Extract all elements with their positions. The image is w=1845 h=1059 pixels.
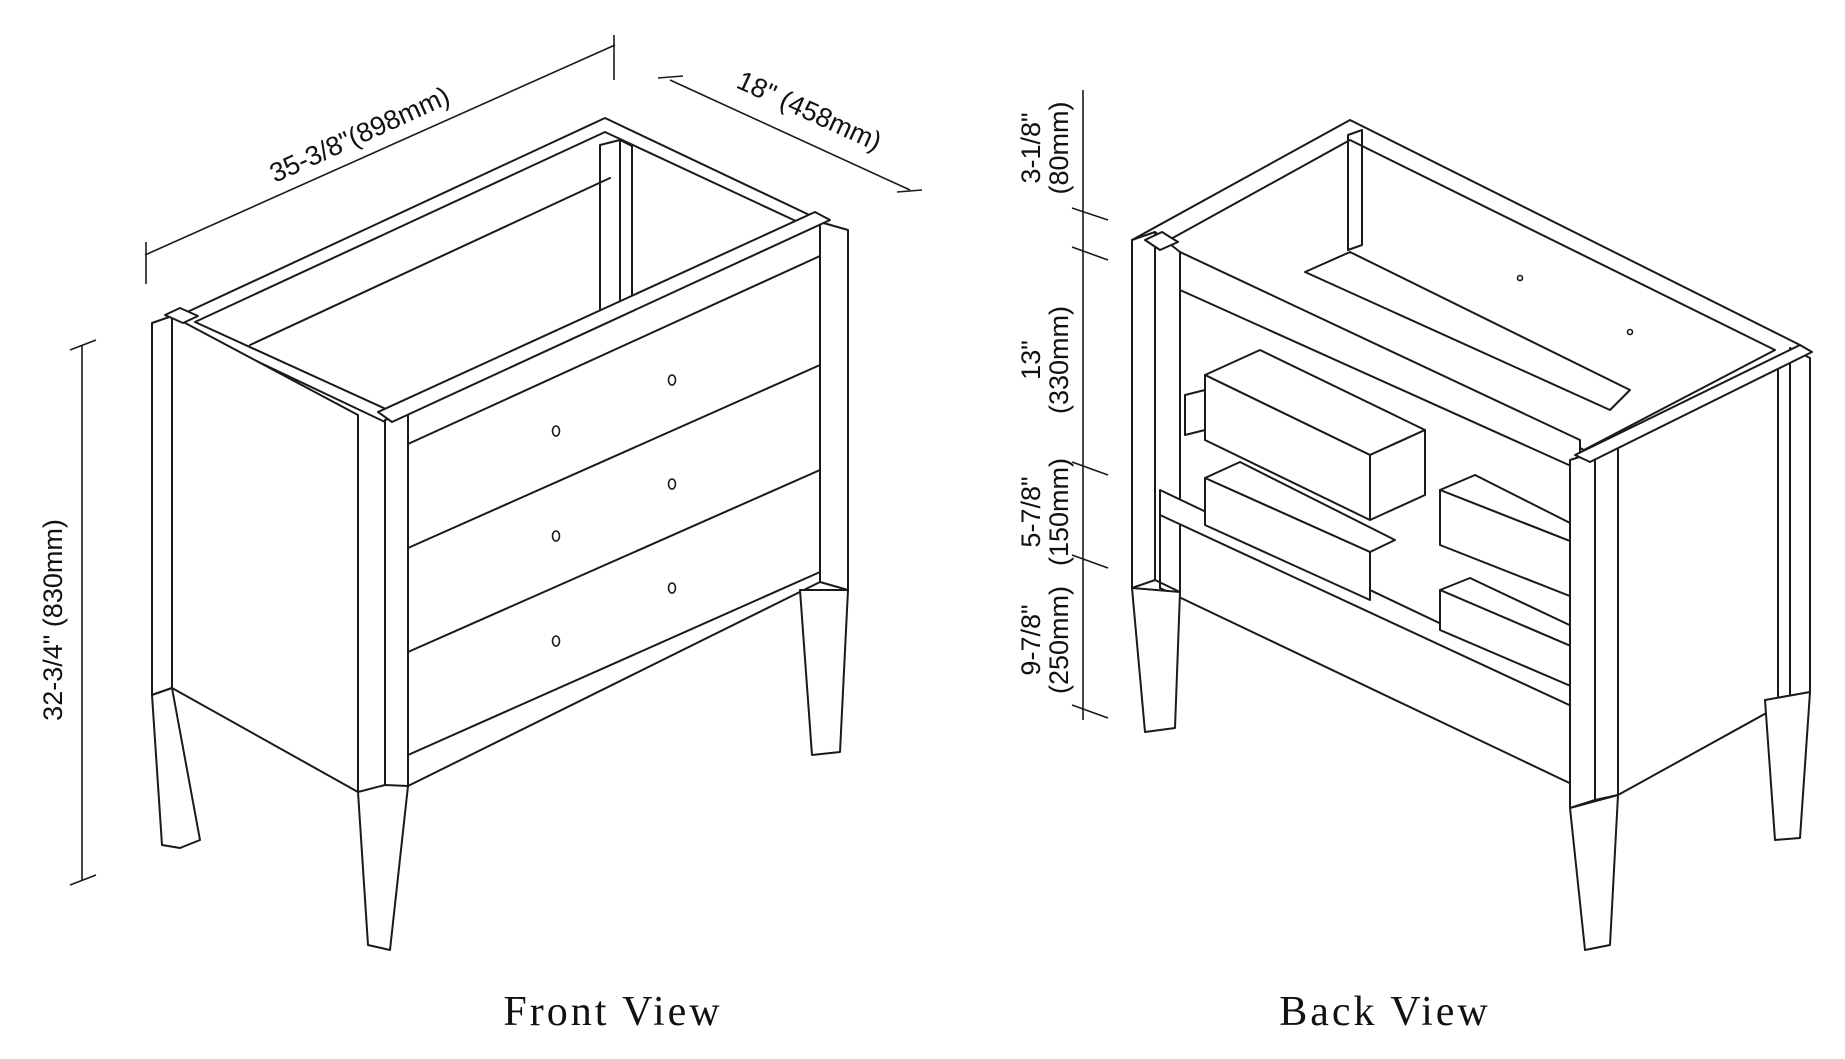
back-bottom-inch-label: 9-7/8" bbox=[1016, 604, 1046, 675]
drawer-knob bbox=[667, 582, 677, 594]
back-top-rail-mm-label: (80mm) bbox=[1044, 102, 1074, 195]
drawer-knob bbox=[667, 478, 677, 490]
drawer-knob bbox=[551, 425, 561, 437]
drawer-knob bbox=[551, 530, 561, 542]
back-upper-drawer-inch-label: 13" bbox=[1016, 340, 1046, 380]
back-view-caption: Back View bbox=[1279, 989, 1491, 1035]
front-view-caption: Front View bbox=[503, 989, 722, 1035]
back-lower-drawer-mm-label: (150mm) bbox=[1044, 458, 1074, 566]
drawer-knob bbox=[551, 635, 561, 647]
back-view-drawing bbox=[1131, 119, 1813, 951]
back-top-rail-inch-label: 3-1/8" bbox=[1016, 112, 1046, 183]
back-bottom-mm-label: (250mm) bbox=[1044, 586, 1074, 694]
back-view-dimension-lines bbox=[1071, 90, 1109, 720]
drawer-knob bbox=[667, 374, 677, 386]
back-upper-drawer-mm-label: (330mm) bbox=[1044, 306, 1074, 414]
front-height-label: 32-3/4" (830mm) bbox=[38, 519, 68, 721]
front-width-label: 35-3/8"(898mm) bbox=[265, 81, 454, 189]
front-view-dimension-lines bbox=[69, 35, 923, 886]
front-view-drawing bbox=[151, 117, 849, 951]
back-lower-drawer-inch-label: 5-7/8" bbox=[1016, 476, 1046, 547]
